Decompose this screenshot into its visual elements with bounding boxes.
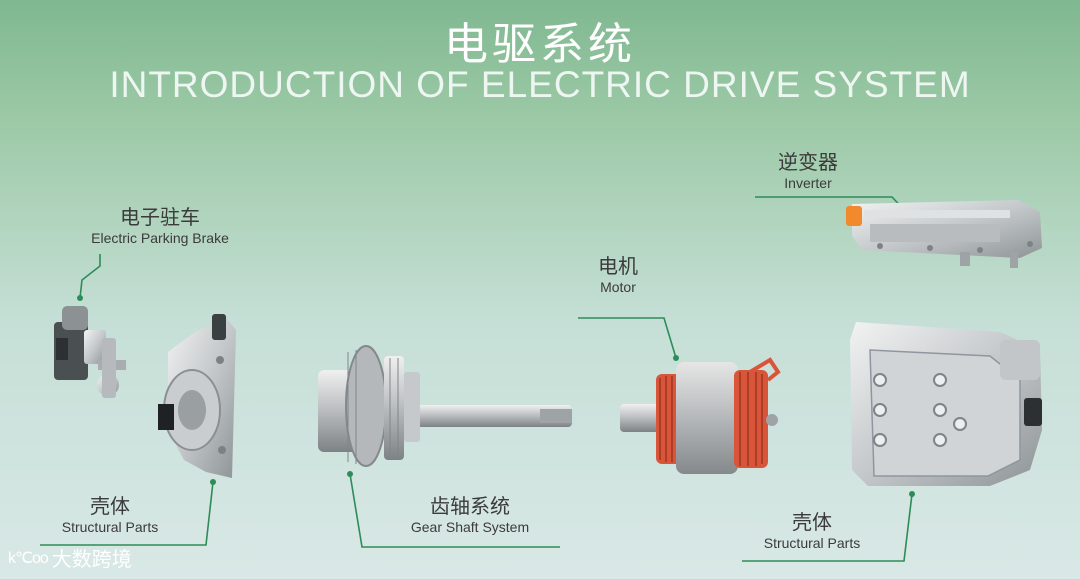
label-motor: 电机 Motor (578, 254, 658, 296)
label-parking-brake-en: Electric Parking Brake (91, 230, 229, 246)
brand-watermark: k℃oo 大数跨境 (8, 543, 132, 572)
label-housing-left-cn: 壳体 (90, 494, 130, 518)
housing-left-image (158, 314, 236, 478)
label-gear-shaft-cn: 齿轴系统 (430, 494, 510, 518)
brand-name: 大数跨境 (51, 547, 132, 571)
label-housing-left-en: Structural Parts (61, 519, 159, 535)
label-inverter-cn: 逆变器 (778, 150, 838, 174)
motor-image (620, 357, 781, 474)
label-inverter-en: Inverter (784, 175, 832, 191)
label-housing-right: 壳体 Structural Parts (742, 510, 882, 552)
label-parking-brake-cn: 电子驻车 (120, 205, 200, 229)
page-title: 电驱系统 (444, 19, 636, 70)
gear-shaft-image (318, 345, 572, 467)
label-housing-left: 壳体 Structural Parts (30, 494, 190, 536)
label-housing-right-cn: 壳体 (792, 510, 832, 534)
label-parking-brake: 电子驻车 Electric Parking Brake (60, 205, 260, 247)
label-housing-right-en: Structural Parts (763, 535, 861, 551)
page-subtitle: INTRODUCTION OF ELECTRIC DRIVE SYSTEM (109, 64, 971, 105)
label-motor-en: Motor (600, 279, 636, 295)
inverter-image (846, 200, 1042, 268)
leader-line-parking-brake (79, 254, 101, 299)
leader-line-gear-shaft (349, 473, 560, 548)
label-inverter: 逆变器 Inverter (758, 150, 858, 192)
parking-brake-actuator-image (54, 306, 126, 398)
brand-logo-icon: k℃oo (8, 549, 49, 567)
leader-line-housing-right (742, 493, 913, 562)
leader-line-housing-left (40, 481, 214, 546)
leader-line-motor (578, 317, 677, 359)
label-motor-cn: 电机 (598, 254, 638, 278)
label-gear-shaft-en: Gear Shaft System (410, 519, 530, 535)
label-gear-shaft: 齿轴系统 Gear Shaft System (380, 494, 560, 536)
housing-right-image (850, 322, 1042, 486)
